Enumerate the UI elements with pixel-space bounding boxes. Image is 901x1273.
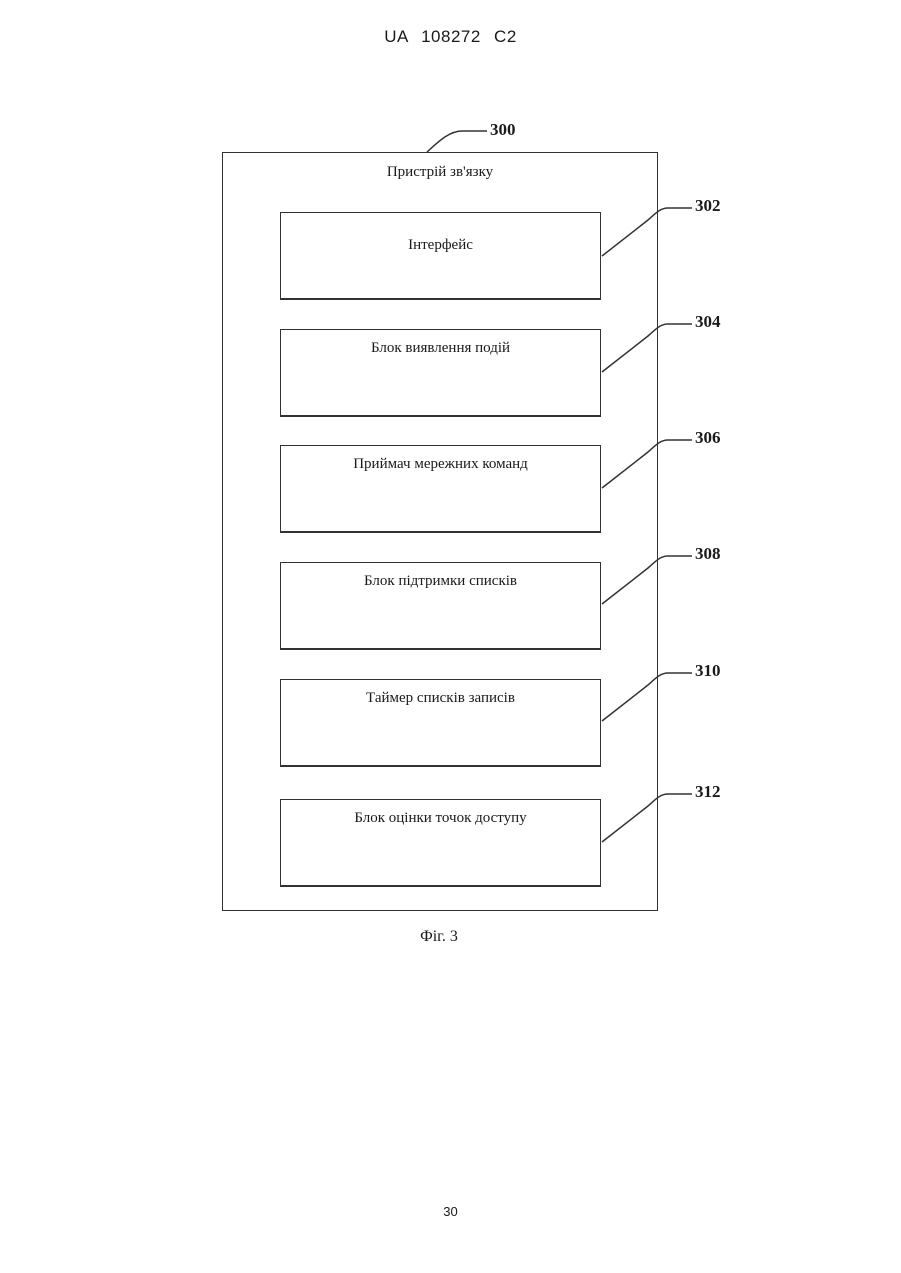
ref-label-312: 312 xyxy=(695,782,721,802)
block-list-maintenance: Блок підтримки списків xyxy=(280,562,601,650)
ref-label-302: 302 xyxy=(695,196,721,216)
ref-label-308: 308 xyxy=(695,544,721,564)
block-record-list-timer: Таймер списків записів xyxy=(280,679,601,767)
block-event-detection: Блок виявлення подій xyxy=(280,329,601,417)
block-interface: Інтерфейс xyxy=(280,212,601,300)
block-label-record-list-timer: Таймер списків записів xyxy=(281,690,600,707)
block-label-list-maintenance: Блок підтримки списків xyxy=(281,573,600,590)
leader-line-300 xyxy=(427,131,487,152)
figure-caption: Фіг. 3 xyxy=(0,928,878,946)
ref-label-310: 310 xyxy=(695,661,721,681)
block-access-point-evaluation: Блок оцінки точок доступу xyxy=(280,799,601,887)
block-label-event-detection: Блок виявлення подій xyxy=(281,340,600,357)
ref-label-304: 304 xyxy=(695,312,721,332)
block-label-interface: Інтерфейс xyxy=(281,237,600,254)
block-label-network-command-receiver: Приймач мережних команд xyxy=(281,456,600,473)
ref-label-306: 306 xyxy=(695,428,721,448)
page-number: 30 xyxy=(0,1204,901,1219)
block-label-access-point-evaluation: Блок оцінки точок доступу xyxy=(281,810,600,827)
ref-label-300: 300 xyxy=(490,120,516,140)
device-title: Пристрій зв'язку xyxy=(222,164,658,181)
block-network-command-receiver: Приймач мережних команд xyxy=(280,445,601,533)
